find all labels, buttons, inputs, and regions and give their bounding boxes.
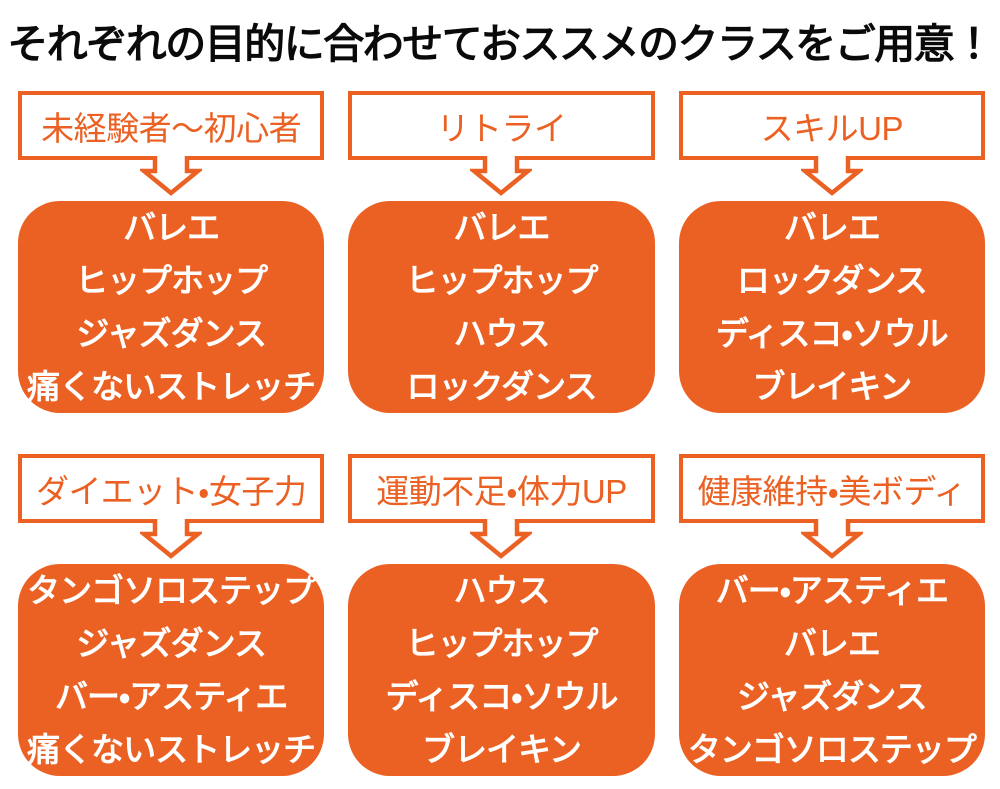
class-list-box: ハウス ヒップホップ ディスコ・ソウル ブレイキン bbox=[348, 564, 655, 776]
down-arrow-icon bbox=[800, 519, 863, 559]
class-list-box: バレエ ロックダンス ディスコ・ソウル ブレイキン bbox=[678, 201, 985, 413]
page-title: それぞれの目的に合わせておススメのクラスをご用意！ bbox=[7, 21, 994, 67]
class-item: バー・アスティエ bbox=[55, 678, 288, 715]
class-item: タンゴソロステップ bbox=[27, 572, 316, 609]
down-arrow-icon bbox=[800, 156, 863, 196]
class-item: バー・アスティエ bbox=[715, 572, 949, 609]
purpose-label-box: 未経験者～初心者 bbox=[18, 91, 325, 160]
class-group-skill-up: スキルUP バレエ ロックダンス ディスコ・ソウル ブレイキン bbox=[678, 91, 985, 413]
purpose-label-box: リトライ bbox=[348, 91, 655, 160]
class-item: ハウス bbox=[453, 315, 550, 352]
down-arrow-icon bbox=[140, 519, 203, 559]
class-group-fitness: 運動不足・体力UP ハウス ヒップホップ ディスコ・ソウル ブレイキン bbox=[348, 454, 655, 776]
purpose-label-box: ダイエット・女子力 bbox=[18, 454, 325, 523]
class-item: ヒップホップ bbox=[405, 625, 598, 662]
class-group-health: 健康維持・美ボディ バー・アスティエ バレエ ジャズダンス タンゴソロステップ bbox=[678, 454, 985, 776]
class-item: 痛くないストレッチ bbox=[27, 731, 316, 768]
class-list-box: タンゴソロステップ ジャズダンス バー・アスティエ 痛くないストレッチ bbox=[18, 564, 325, 776]
class-item: ヒップホップ bbox=[75, 262, 268, 299]
purpose-label: スキルUP bbox=[760, 109, 904, 147]
class-item: タンゴソロステップ bbox=[687, 731, 977, 768]
class-item: ブレイキン bbox=[752, 368, 912, 405]
class-item: ブレイキン bbox=[421, 731, 582, 768]
class-item: ジャズダンス bbox=[76, 315, 267, 352]
purpose-label: リトライ bbox=[436, 109, 567, 147]
purpose-label: 健康維持・美ボディ bbox=[697, 472, 967, 510]
class-grid: 未経験者～初心者 バレエ ヒップホップ ジャズダンス 痛くないストレッチ リトラ… bbox=[0, 91, 1000, 776]
class-list-box: バレエ ヒップホップ ジャズダンス 痛くないストレッチ bbox=[18, 201, 325, 413]
purpose-label-box: 健康維持・美ボディ bbox=[678, 454, 985, 523]
class-item: バレエ bbox=[123, 209, 220, 246]
class-group-beginner: 未経験者～初心者 バレエ ヒップホップ ジャズダンス 痛くないストレッチ bbox=[18, 91, 325, 413]
class-item: ヒップホップ bbox=[405, 262, 598, 299]
down-arrow-icon bbox=[470, 519, 533, 559]
down-arrow-icon bbox=[470, 156, 533, 196]
class-item: バレエ bbox=[783, 625, 881, 662]
class-item: 痛くないストレッチ bbox=[27, 368, 316, 405]
class-item: バレエ bbox=[453, 209, 550, 246]
purpose-label-box: 運動不足・体力UP bbox=[348, 454, 655, 523]
class-list-box: バレエ ヒップホップ ハウス ロックダンス bbox=[348, 201, 655, 413]
class-list-box: バー・アスティエ バレエ ジャズダンス タンゴソロステップ bbox=[678, 564, 985, 776]
purpose-label-box: スキルUP bbox=[678, 91, 985, 160]
class-item: バレエ bbox=[783, 209, 881, 246]
purpose-label: 未経験者～初心者 bbox=[41, 109, 302, 147]
class-item: ジャズダンス bbox=[736, 678, 928, 715]
class-item: ロックダンス bbox=[406, 368, 597, 405]
class-item: ロックダンス bbox=[736, 262, 928, 299]
down-arrow-icon bbox=[140, 156, 203, 196]
class-item: ハウス bbox=[453, 572, 550, 609]
class-item: ジャズダンス bbox=[76, 625, 267, 662]
purpose-label: 運動不足・体力UP bbox=[376, 472, 627, 510]
purpose-label: ダイエット・女子力 bbox=[35, 472, 307, 510]
class-item: ディスコ・ソウル bbox=[715, 315, 949, 352]
class-group-diet: ダイエット・女子力 タンゴソロステップ ジャズダンス バー・アスティエ 痛くない… bbox=[18, 454, 325, 776]
class-group-retry: リトライ バレエ ヒップホップ ハウス ロックダンス bbox=[348, 91, 655, 413]
class-item: ディスコ・ソウル bbox=[385, 678, 619, 715]
